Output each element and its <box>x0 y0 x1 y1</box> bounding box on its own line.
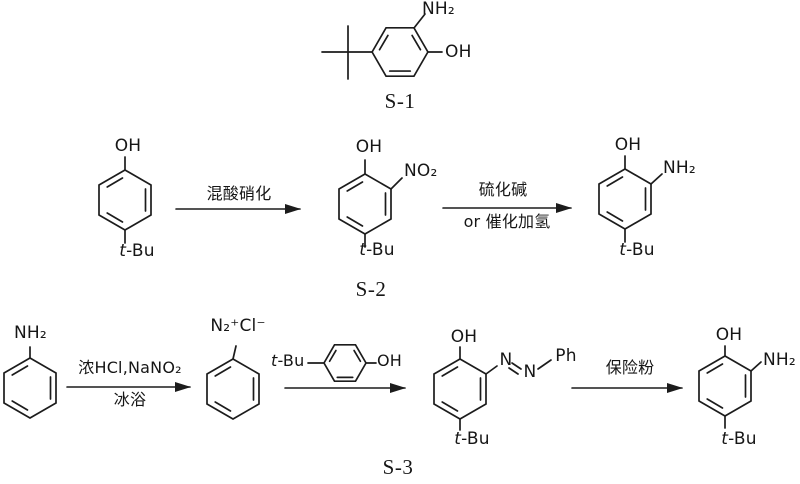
s3-product-tbu-label: t-Bu <box>721 429 757 449</box>
s3-product-amine-label: NH₂ <box>763 350 796 370</box>
s3-product-structure <box>698 345 762 429</box>
s3-diazonium-bond <box>232 345 237 360</box>
s3-coupling-phenol-structure <box>307 344 377 382</box>
s3-azo-structure <box>433 346 552 431</box>
s3-aniline-amine-label: NH₂ <box>14 323 47 343</box>
s2-reactant-structure <box>98 156 152 244</box>
s2-intermediate-structure <box>338 159 403 248</box>
s2-product-amine-bond <box>650 173 663 185</box>
s1-amine-bond <box>413 13 426 29</box>
s2-intermediate-nitro-label: NO₂ <box>404 161 438 181</box>
s2-reactant-tbu-label: t-Bu <box>119 241 155 261</box>
s2-reactant-hydroxyl-label: OH <box>114 136 142 156</box>
s3-step1-reagent-above-label: 浓HCl,NaNO₂ <box>78 358 182 377</box>
s3-azo-hydroxyl-label: OH <box>450 327 478 347</box>
s3-coupling-hydroxyl-label: OH <box>377 351 403 370</box>
s2-product-structure <box>598 155 663 243</box>
s2-compound-label: S-2 <box>355 277 387 301</box>
s3-azo-ring <box>433 358 487 420</box>
s2-intermediate-ring <box>338 173 392 235</box>
s3-diazonium-structure <box>206 345 260 420</box>
s2-nitro-bond <box>390 177 403 190</box>
s3-coupling-ring <box>323 344 367 382</box>
s2-intermediate-hydroxyl-label: OH <box>355 137 383 157</box>
s2-step2-reagent-above-label: 硫化碱 <box>478 180 528 199</box>
s2-step1-reagent-label: 混酸硝化 <box>206 184 272 203</box>
s3-diazonium-group-label: N₂⁺Cl⁻ <box>210 316 266 336</box>
s3-step1-reagent-below-label: 冰浴 <box>113 390 147 409</box>
s2-step2-reagent-below-label: or 催化加氢 <box>463 212 551 231</box>
s3-azo-ring-n-bond <box>485 365 498 375</box>
s2-product-tbu-label: t-Bu <box>619 240 655 260</box>
s2-product-amine-label: NH₂ <box>663 158 696 178</box>
s3-product-hydroxyl-label: OH <box>715 325 743 345</box>
s3-azo-phenyl-label: Ph <box>555 346 577 366</box>
s3-product-ring <box>698 355 752 417</box>
s3-azo-n2-label: N <box>523 362 537 382</box>
s1-tert-butyl-skeleton <box>321 25 373 80</box>
s1-benzene-ring <box>371 27 429 77</box>
s3-azo-nn-double-bond <box>508 362 522 375</box>
s3-compound-label: S-3 <box>382 455 414 479</box>
s3-aniline-structure <box>3 346 57 419</box>
s2-product-hydroxyl-label: OH <box>614 135 642 155</box>
s3-product-amine-bond <box>750 361 762 372</box>
s3-coupling-tbu-label: t-Bu <box>271 351 305 370</box>
s3-diazonium-ring <box>206 358 260 420</box>
s3-azo-n-ph-bond <box>537 359 552 370</box>
s3-aniline-ring <box>3 357 57 419</box>
s1-amine-label: NH₂ <box>422 0 455 19</box>
s1-hydroxyl-label: OH <box>445 42 472 62</box>
s3-azo-tbu-label: t-Bu <box>454 429 490 449</box>
s1-compound-label: S-1 <box>384 89 416 113</box>
s3-step3-reagent-label: 保险粉 <box>605 358 655 377</box>
s2-intermediate-tbu-label: t-Bu <box>359 240 395 260</box>
s1-structure <box>321 13 443 80</box>
s2-reactant-ring <box>98 169 152 231</box>
s3-azo-n1-label: N <box>499 350 513 370</box>
s2-product-ring <box>598 168 652 230</box>
